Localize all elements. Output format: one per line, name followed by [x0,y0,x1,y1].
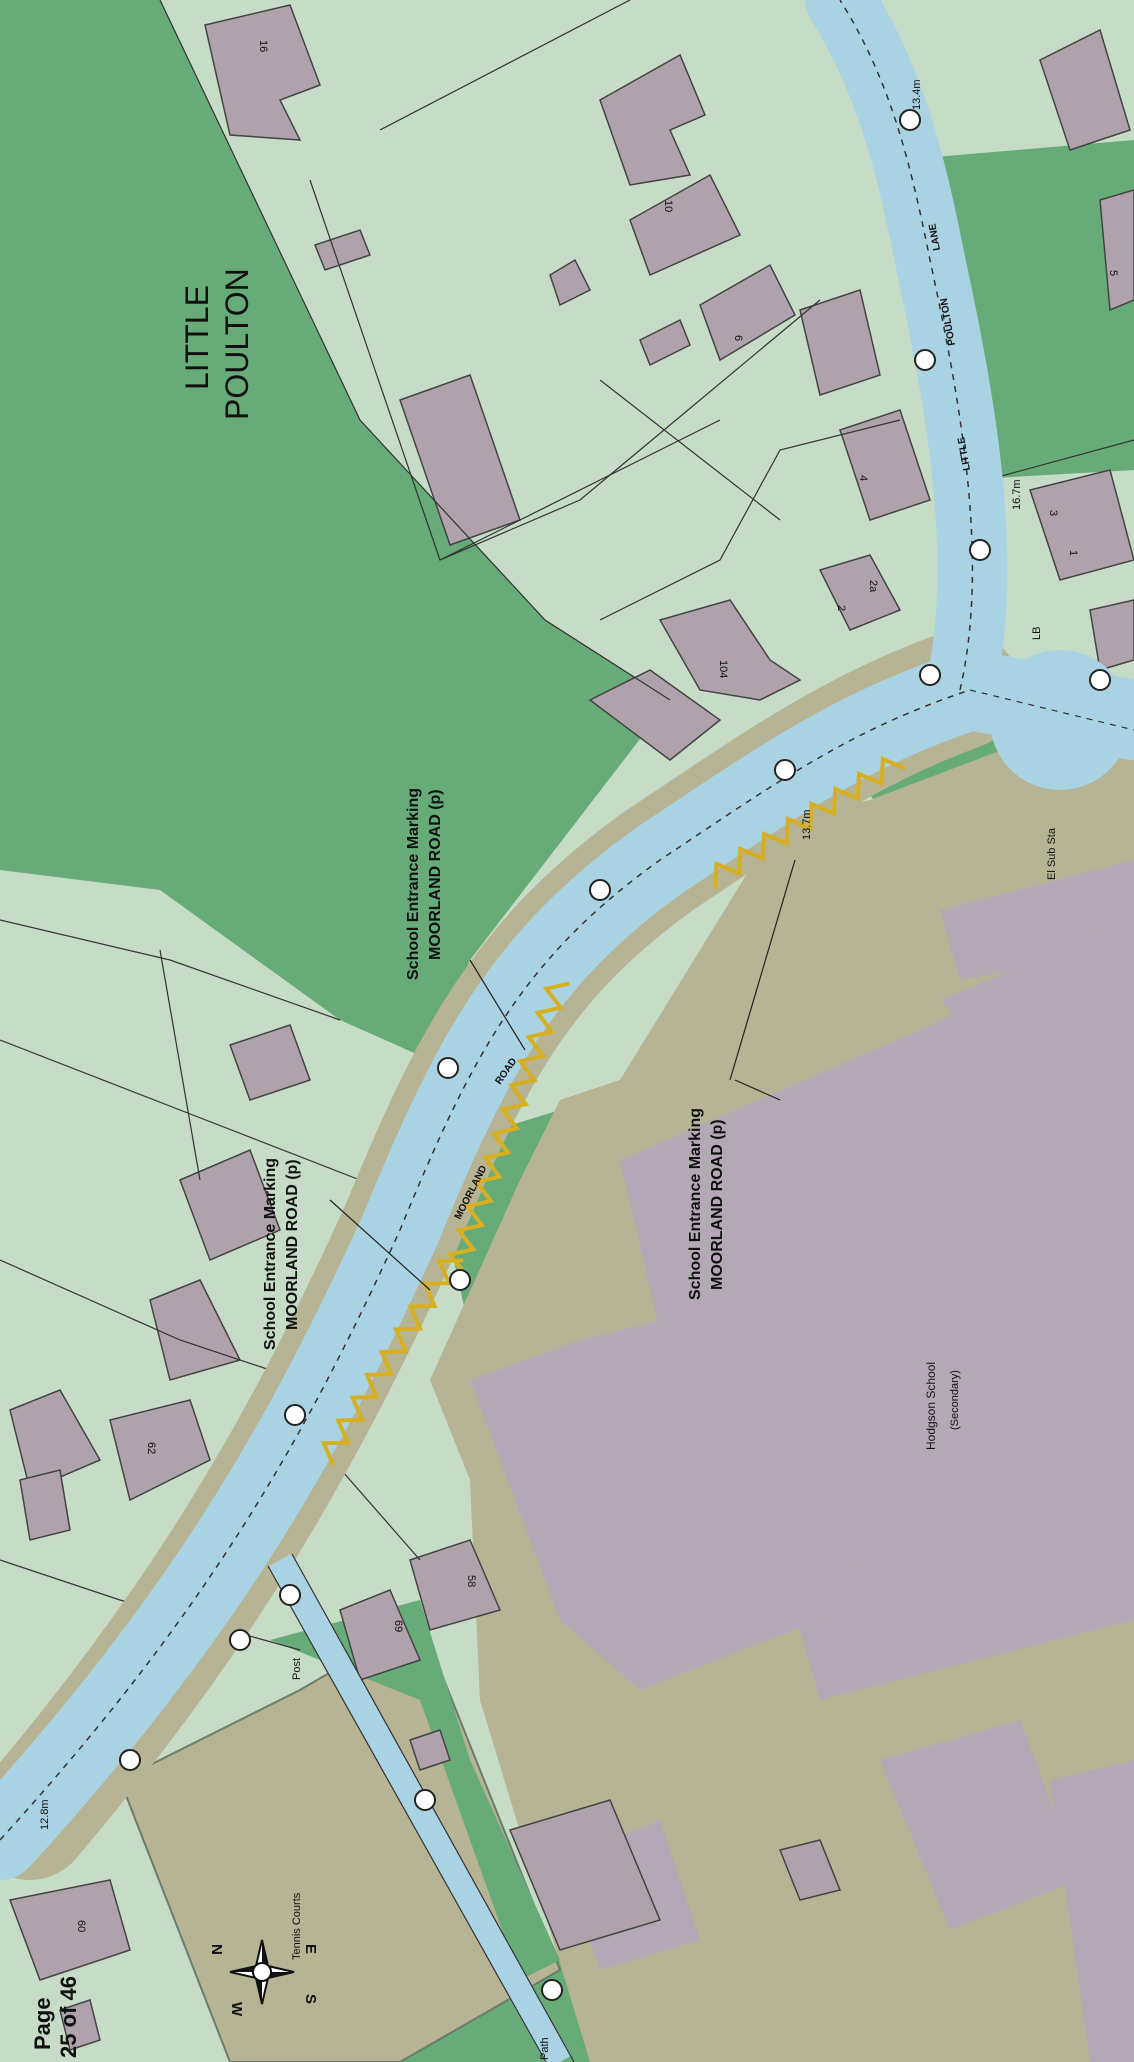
svg-text:16.7m: 16.7m [1011,479,1023,510]
svg-text:13.7m: 13.7m [801,809,813,840]
zigzag-marking [713,756,907,889]
svg-text:60: 60 [75,1920,87,1932]
path-label: Path [539,2037,551,2060]
svg-text:4: 4 [857,475,869,481]
school-building [470,1310,820,1690]
school-building [940,920,1134,1030]
marking-label-3-line1: School Entrance Marking [262,1158,279,1350]
footpath-edge [267,1553,575,2062]
substation-label: El Sub Sta [1046,827,1058,880]
green-field-large [0,0,670,1060]
svg-text:2: 2 [835,605,847,611]
house-numbers: 16 10 6 4 2 2a 104 3 1 5 62 58 69 60 [75,40,1119,1932]
svg-text:58: 58 [465,1575,477,1587]
svg-text:W: W [228,2002,245,2017]
svg-text:12.8m: 12.8m [39,1799,51,1830]
svg-text:3: 3 [1047,510,1059,516]
svg-text:1: 1 [1067,550,1079,556]
leader-lines [329,859,796,1291]
svg-text:5: 5 [1107,270,1119,276]
svg-text:10: 10 [662,200,674,212]
svg-text:62: 62 [145,1442,157,1454]
tennis-label: Tennis Courts [291,1892,303,1960]
spot-heights: 13.4m 16.7m 13.7m 12.8m [39,79,1023,1830]
svg-text:6: 6 [732,335,744,341]
svg-text:N: N [208,1944,225,1955]
post-label: Post [291,1658,303,1680]
junction [990,650,1130,790]
area-name-line2: POULTON [219,268,255,420]
svg-text:S: S [302,1994,319,2004]
school-building [700,1460,860,1590]
svg-text:2a: 2a [867,580,879,593]
marking-label-1-line1: School Entrance Marking [405,788,422,980]
svg-text:104: 104 [717,660,729,678]
moorland-road-centreline [0,689,971,1841]
svg-text:E: E [302,1944,319,1954]
junction-lines [969,689,1134,731]
zigzag-marking [446,981,570,1275]
lamp-posts [119,109,1111,2001]
page-label-line2: 25 of 46 [56,1976,81,2058]
school-name: Hodgson School [924,1362,938,1450]
marking-label-2-line1: School Entrance Marking [687,1108,704,1300]
marking-label-1-line2: MOORLAND ROAD (p) [427,789,444,960]
zigzag-marking [320,1258,464,1467]
school-type: (Secondary) [949,1370,961,1430]
svg-text:16: 16 [257,40,269,52]
road-label-lane: LANE [927,222,943,251]
school-building [880,1720,1080,1930]
compass-rose: N E S W [208,1939,319,2017]
page-label-line1: Page [30,1997,55,2050]
school-building [1050,1760,1134,2062]
svg-text:69: 69 [392,1620,404,1632]
marking-label-2-line2: MOORLAND ROAD (p) [709,1119,726,1290]
green-strip [270,1600,560,1980]
footpath [268,1553,572,2062]
lb-label: LB [1031,627,1043,640]
svg-text:13.4m: 13.4m [911,79,923,110]
area-name-line1: LITTLE [179,285,215,390]
buildings [8,4,1134,2051]
lane-centreline [839,0,974,691]
marking-label-3-line2: MOORLAND ROAD (p) [284,1159,301,1330]
